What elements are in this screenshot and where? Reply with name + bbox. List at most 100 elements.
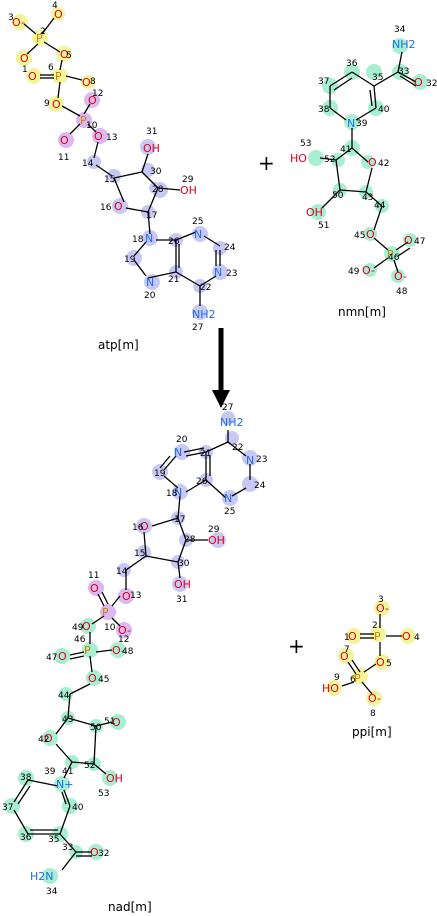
svg-text:31: 31 xyxy=(176,595,187,605)
nad-atom-o48: O- xyxy=(112,644,125,657)
svg-text:27: 27 xyxy=(192,323,203,333)
nad-bonds xyxy=(13,430,251,871)
svg-text:41: 41 xyxy=(340,145,351,155)
svg-text:33: 33 xyxy=(398,67,409,77)
nmn-atom-o42: O xyxy=(368,156,377,169)
ppi-atoms: O- P O O O O P HO O- xyxy=(322,602,411,705)
ppi-name: ppi[m] xyxy=(352,725,392,739)
svg-text:3: 3 xyxy=(378,595,384,605)
plus-operator-top: + xyxy=(258,151,275,175)
svg-text:46: 46 xyxy=(388,253,400,263)
atp-bonds xyxy=(23,17,221,306)
nmn-atom-ho53: HO xyxy=(290,152,307,165)
svg-text:9: 9 xyxy=(44,99,50,109)
svg-text:11: 11 xyxy=(88,571,99,581)
svg-text:41: 41 xyxy=(62,767,73,777)
svg-text:5: 5 xyxy=(386,659,392,669)
nad-atom-o42: O xyxy=(44,732,53,745)
ppi-atom-numbers: 321 457 698 xyxy=(334,595,420,719)
svg-text:24: 24 xyxy=(254,481,266,491)
nad-atom-o13: O xyxy=(122,590,131,603)
svg-text:25: 25 xyxy=(192,217,203,227)
svg-text:53: 53 xyxy=(98,789,109,799)
nmn-name: nmn[m] xyxy=(338,305,386,319)
atp-atom-n25: N xyxy=(194,228,202,241)
svg-text:14: 14 xyxy=(82,159,94,169)
atp-atom-o4: O xyxy=(54,8,63,21)
svg-text:48: 48 xyxy=(122,647,134,657)
svg-text:12: 12 xyxy=(118,635,129,645)
atp-atom-o12: O xyxy=(88,94,97,107)
svg-text:10: 10 xyxy=(104,623,116,633)
svg-text:11: 11 xyxy=(58,153,69,163)
atp-molecule: O- P O O O P O O O O P O O OH OH O N N N… xyxy=(8,1,237,352)
plus-operator-bottom: + xyxy=(288,634,305,658)
svg-text:51: 51 xyxy=(318,221,329,231)
atp-atom-n20: N xyxy=(146,276,154,289)
ppi-atom-p2: P xyxy=(374,630,381,643)
atp-atom-o8: O xyxy=(82,76,91,89)
svg-text:8: 8 xyxy=(90,77,96,87)
svg-text:43: 43 xyxy=(362,193,373,203)
svg-text:17: 17 xyxy=(174,515,185,525)
svg-text:32: 32 xyxy=(426,79,437,89)
svg-text:42: 42 xyxy=(378,159,389,169)
svg-text:38: 38 xyxy=(318,105,330,115)
svg-text:53: 53 xyxy=(300,139,311,149)
svg-text:26: 26 xyxy=(168,237,180,247)
svg-text:25: 25 xyxy=(224,507,235,517)
svg-text:38: 38 xyxy=(20,773,32,783)
svg-text:17: 17 xyxy=(146,211,157,221)
nad-atom-oh31: OH xyxy=(174,578,191,591)
svg-text:49: 49 xyxy=(348,267,360,277)
svg-text:48: 48 xyxy=(396,287,408,297)
svg-text:12: 12 xyxy=(92,89,103,99)
atp-atoms: O- P O O O P O O O O P O O OH OH O N N N… xyxy=(12,8,222,321)
svg-text:23: 23 xyxy=(256,455,267,465)
nad-atom-o11: O xyxy=(90,582,99,595)
svg-text:20: 20 xyxy=(176,435,188,445)
atp-atom-o1: O xyxy=(20,52,29,65)
atp-atom-oh29: OH xyxy=(180,184,197,197)
svg-text:24: 24 xyxy=(224,243,236,253)
svg-text:23: 23 xyxy=(226,269,237,279)
svg-text:46: 46 xyxy=(74,635,86,645)
svg-text:15: 15 xyxy=(104,175,115,185)
svg-text:13: 13 xyxy=(130,591,141,601)
nad-atom-o16: O xyxy=(140,520,149,533)
svg-text:10: 10 xyxy=(86,121,98,131)
atp-atom-oh31: OH xyxy=(143,142,160,155)
svg-text:1: 1 xyxy=(344,633,350,643)
ppi-atom-o8: O- xyxy=(368,692,381,705)
atp-atom-p6: P xyxy=(55,70,62,83)
nmn-atom-n39: N xyxy=(347,117,355,130)
svg-text:5: 5 xyxy=(66,51,72,61)
svg-text:47: 47 xyxy=(46,653,57,663)
svg-text:2: 2 xyxy=(372,621,378,631)
atp-atom-o3: O- xyxy=(12,16,25,29)
nmn-atom-o45: O xyxy=(366,228,375,241)
atp-atom-o5: O xyxy=(60,48,69,61)
svg-text:16: 16 xyxy=(100,203,112,213)
nad-atoms: NH2 N N N N O OH OH O O P O- O P O O- O … xyxy=(30,416,254,883)
svg-text:21: 21 xyxy=(200,449,211,459)
svg-text:14: 14 xyxy=(116,567,128,577)
nmn-atom-o49: O- xyxy=(362,264,375,277)
svg-text:4: 4 xyxy=(52,1,58,11)
ppi-highlights xyxy=(326,600,416,706)
svg-text:43: 43 xyxy=(62,715,73,725)
svg-text:28: 28 xyxy=(184,535,196,545)
svg-text:21: 21 xyxy=(168,275,179,285)
svg-text:26: 26 xyxy=(196,477,208,487)
nad-atom-oh29: OH xyxy=(208,534,225,547)
svg-text:44: 44 xyxy=(58,691,70,701)
atp-atom-o13: O xyxy=(94,130,103,143)
svg-text:36: 36 xyxy=(346,59,358,69)
atp-atom-o11: O xyxy=(60,134,69,147)
svg-text:13: 13 xyxy=(106,133,117,143)
svg-text:7: 7 xyxy=(344,645,350,655)
ppi-atom-o4: O xyxy=(402,630,411,643)
nmn-atom-nh2: NH2 xyxy=(392,38,416,51)
nad-atom-n23: N xyxy=(246,454,254,467)
